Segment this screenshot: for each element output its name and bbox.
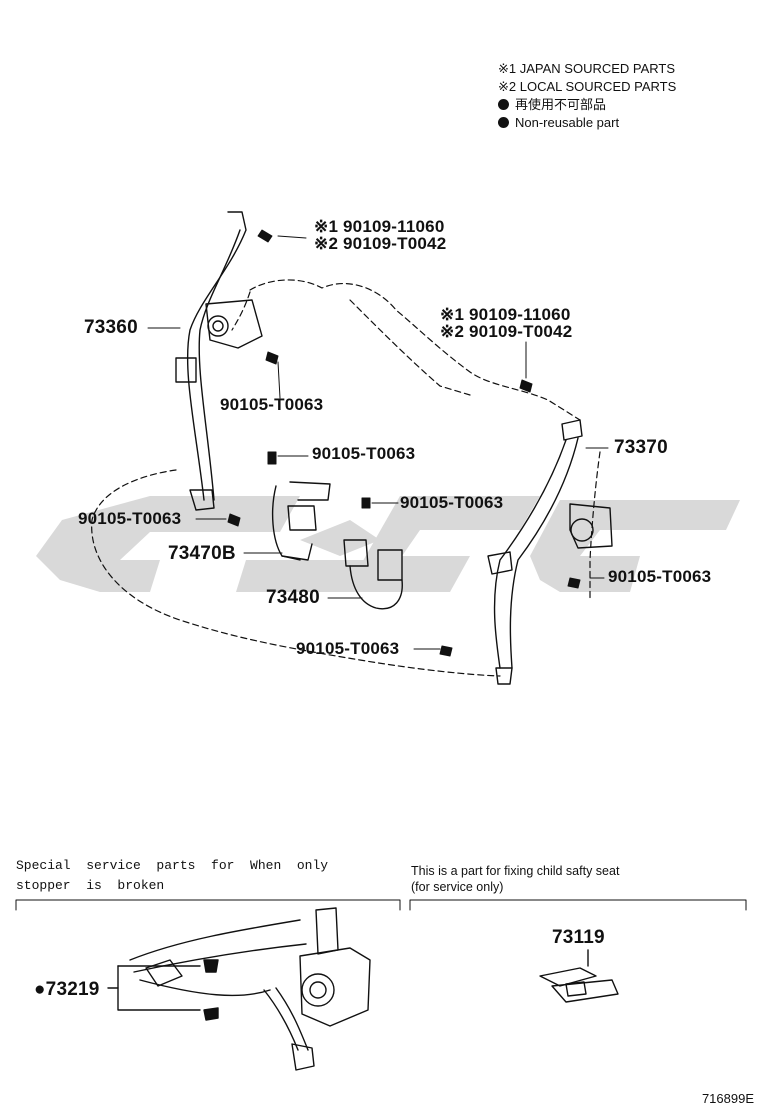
bolt-icon <box>439 645 453 657</box>
center-buckle-assembly <box>343 539 403 610</box>
bolt-icon <box>257 229 273 243</box>
leader-lines <box>147 235 609 650</box>
bolt-icon <box>567 577 581 589</box>
child-seat-note-line1: This is a part for fixing child safty se… <box>411 864 620 878</box>
legend-local-sourced: ※2 LOCAL SOURCED PARTS <box>498 79 677 94</box>
bolt-icon <box>519 379 533 393</box>
bullet-icon <box>498 99 509 110</box>
legend-japan-sourced: ※1 JAPAN SOURCED PARTS <box>498 61 676 76</box>
callout-bolt-retractor-right: 90105-T0063 <box>608 567 712 586</box>
bolt-icons <box>227 229 581 657</box>
left-buckle-assembly <box>271 481 331 561</box>
right-seat-belt <box>487 419 613 685</box>
legend-non-reusable-jp: 再使用不可部品 <box>498 96 676 114</box>
callout-child-seat-part: 73119 <box>552 927 605 948</box>
bolt-icon <box>361 497 371 509</box>
callout-bolt-buckle-mid: 90105-T0063 <box>400 493 504 512</box>
callout-stopper-part: ●73219 <box>34 979 100 1000</box>
callout-buckle-left: 73470B <box>168 543 236 564</box>
child-seat-anchor <box>539 949 619 1003</box>
callout-belt-right: 73370 <box>614 437 668 458</box>
special-service-note: Special service parts for When only stop… <box>16 858 329 893</box>
legend: ※1 JAPAN SOURCED PARTS ※2 LOCAL SOURCED … <box>498 60 676 132</box>
callout-buckle-center: 73480 <box>266 587 320 608</box>
left-seat-belt <box>175 211 263 511</box>
child-seat-note-line2: (for service only) <box>411 880 504 894</box>
bolt-icon <box>227 513 241 527</box>
section-brackets <box>15 899 747 911</box>
bullet-icon <box>498 117 509 128</box>
bolt-icon <box>267 451 277 465</box>
legend-non-reusable-en: Non-reusable part <box>498 114 676 132</box>
callout-bolt-anchor-left: 90105-T0063 <box>78 509 182 528</box>
callout-upper-left-bolt-japan: ※1 90109-11060 <box>314 217 445 236</box>
callout-upper-left-bolt-local: ※2 90109-T0042 <box>314 234 447 253</box>
callout-right-bolt-local: ※2 90109-T0042 <box>440 322 573 341</box>
figure-id: 716899E <box>701 1091 754 1106</box>
bolt-icon <box>265 351 279 365</box>
callout-bolt-bottom: 90105-T0063 <box>296 639 400 658</box>
callout-right-bolt-japan: ※1 90109-11060 <box>440 305 571 324</box>
callout-bolt-buckle-top: 90105-T0063 <box>312 444 416 463</box>
stopper-detail <box>107 907 371 1071</box>
callout-belt-left: 73360 <box>84 317 138 338</box>
callout-bolt-retractor-left: 90105-T0063 <box>220 395 324 414</box>
